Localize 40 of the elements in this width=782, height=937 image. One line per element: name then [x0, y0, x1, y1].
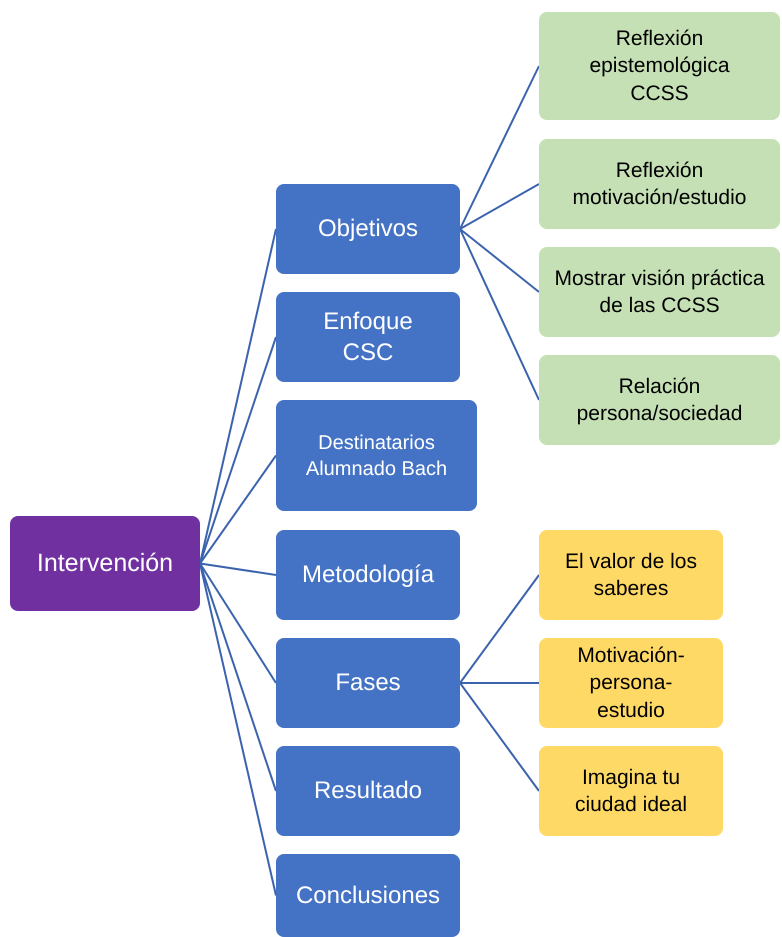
topic-box	[276, 854, 460, 937]
topic-box	[539, 355, 780, 445]
connector-line	[460, 682, 539, 684]
topic-box	[539, 12, 780, 120]
topic-label: Relación persona/sociedad	[576, 374, 744, 427]
connector-line	[460, 183, 540, 230]
topic-box	[539, 530, 723, 620]
topic-box	[10, 516, 200, 611]
topic-label: Enfoque CSC	[322, 306, 414, 368]
connector-line	[459, 228, 540, 400]
connector-line	[200, 562, 276, 576]
connector-line	[459, 66, 540, 230]
topic-label: Objetivos	[318, 214, 418, 244]
connector-line	[459, 574, 540, 684]
topic-label: Intervención	[36, 548, 174, 580]
topic-box	[276, 530, 460, 620]
topic-label: Mostrar visión práctica de las CCSS	[553, 266, 766, 319]
topic-label: Motivación-persona-estudio	[576, 643, 686, 724]
connector-line	[199, 562, 277, 684]
topic-label: Conclusiones	[296, 880, 440, 911]
topic-box	[539, 638, 723, 728]
topic-label: El valor de los saberes	[564, 548, 698, 602]
topic-box	[276, 292, 460, 382]
topic-box	[276, 184, 460, 274]
topic-box	[276, 638, 460, 728]
topic-box	[276, 400, 477, 511]
connector-line	[459, 228, 540, 293]
topic-box	[539, 139, 780, 229]
topic-box	[276, 746, 460, 836]
connector-line	[199, 454, 277, 564]
connector-line	[459, 682, 540, 792]
topic-label: Metodología	[302, 560, 434, 590]
topic-label: Reflexión epistemológica CCSS	[588, 26, 731, 107]
topic-label: Destinatarios Alumnado Bach	[304, 430, 448, 482]
topic-label: Reflexión motivación/estudio	[572, 158, 748, 211]
topic-label: Resultado	[314, 776, 422, 806]
topic-box	[539, 746, 723, 836]
topic-box	[539, 247, 780, 337]
topic-label: Imagina tu ciudad ideal	[574, 764, 688, 818]
topic-label: Fases	[335, 668, 401, 698]
